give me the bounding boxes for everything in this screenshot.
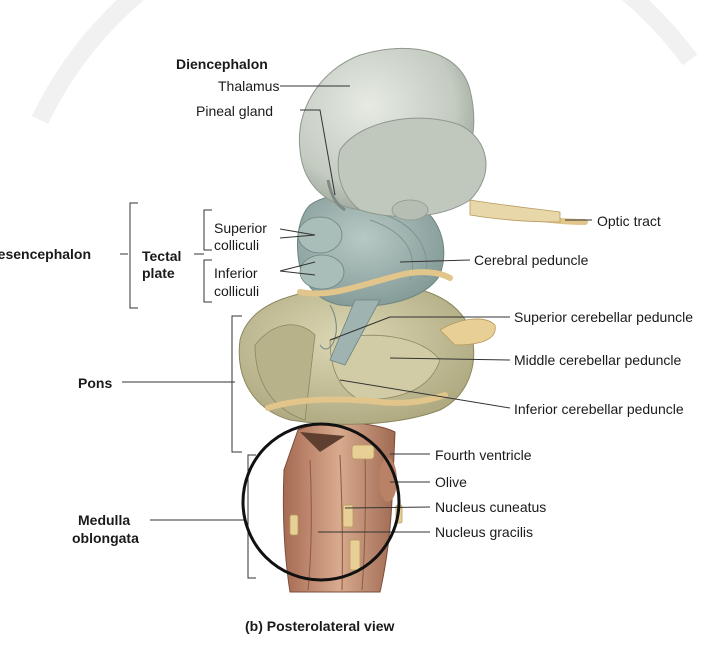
label-pons: Pons <box>78 375 113 391</box>
label-optic-tract: Optic tract <box>597 213 661 229</box>
highlight-circle <box>241 422 401 582</box>
pineal-gland <box>326 179 346 212</box>
thalamus-shape <box>298 47 561 223</box>
label-superior-colliculi-2: colliculi <box>214 237 260 253</box>
label-middle-cerebellar-peduncle: Middle cerebellar peduncle <box>514 352 682 368</box>
label-tectal-plate-2: plate <box>142 265 175 281</box>
midbrain-shape <box>297 192 445 366</box>
label-pineal-gland: Pineal gland <box>196 103 274 119</box>
label-cerebral-peduncle: Cerebral peduncle <box>474 252 589 268</box>
label-mesencephalon: Mesencephalon <box>0 246 92 262</box>
label-medulla-1: Medulla <box>78 512 131 528</box>
label-superior-colliculi-1: Superior <box>214 220 267 236</box>
label-inferior-colliculi-2: colliculi <box>214 283 260 299</box>
caption: (b) Posterolateral view <box>245 618 395 634</box>
background-arc <box>31 0 698 124</box>
label-tectal-plate-1: Tectal <box>142 248 182 264</box>
label-nucleus-cuneatus: Nucleus cuneatus <box>435 499 547 515</box>
label-inferior-cerebellar-peduncle: Inferior cerebellar peduncle <box>514 401 684 417</box>
label-nucleus-gracilis: Nucleus gracilis <box>435 524 534 540</box>
label-thalamus: Thalamus <box>218 78 280 94</box>
label-diencephalon: Diencephalon <box>176 56 268 72</box>
label-inferior-colliculi-1: Inferior <box>214 265 258 281</box>
pons-shape <box>238 283 496 425</box>
label-superior-cerebellar-peduncle: Superior cerebellar peduncle <box>514 309 693 325</box>
brackets <box>129 202 256 579</box>
right-edge-mask <box>706 0 713 646</box>
label-fourth-ventricle: Fourth ventricle <box>435 447 532 463</box>
leader-lines <box>120 85 592 533</box>
label-olive: Olive <box>435 474 467 490</box>
label-medulla-2: oblongata <box>72 530 139 546</box>
